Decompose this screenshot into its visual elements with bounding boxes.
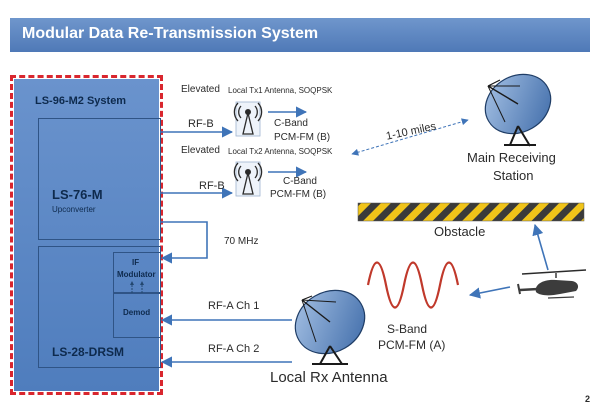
page-number: 2 (585, 394, 591, 404)
demod-label: Demod (123, 308, 151, 317)
sband-line2: PCM-FM (A) (378, 338, 446, 352)
tx1-antenna-icon (233, 101, 263, 137)
cband-1-line1: C-Band (274, 118, 308, 129)
system-label: LS-96-M2 System (35, 95, 127, 107)
rfb-label-1: RF-B (188, 118, 214, 130)
distance-line (351, 118, 469, 156)
cband-1-line2: PCM-FM (B) (274, 132, 331, 143)
heli-to-station-arrow (532, 223, 549, 271)
upconverter-label: LS-76-M (52, 187, 103, 202)
main-station-line2: Station (493, 168, 534, 183)
upconverter-sublabel: Upconverter (52, 205, 96, 214)
cband-2-line1: C-Band (283, 176, 317, 187)
drsm-label: LS-28-DRSM (52, 345, 125, 359)
tx1-antenna-prefix: Elevated (181, 84, 220, 95)
upconverter-block (38, 118, 161, 240)
sband-line1: S-Band (387, 322, 428, 336)
system-outer-dashed-border (10, 75, 163, 395)
tx2-antenna-prefix: Elevated (181, 145, 220, 156)
tx1-antenna-detail: Local Tx1 Antenna, SOQPSK (228, 86, 333, 95)
obstacle-bar (357, 202, 585, 222)
slide-title: Modular Data Re-Transmission System (22, 25, 319, 42)
internal-link-icon (130, 281, 144, 293)
helicopter-icon (517, 269, 587, 299)
if-modulator-label-line2: Modulator (117, 270, 156, 279)
rfa-ch2-label: RF-A Ch 2 (208, 343, 260, 355)
if-link-label: 70 MHz (224, 236, 259, 247)
if-modulator-label-line1: IF (132, 258, 140, 267)
if-link-line (160, 221, 208, 264)
tx2-antenna-icon (233, 161, 263, 197)
rfa-ch1-label: RF-A Ch 1 (208, 300, 260, 312)
obstacle-label: Obstacle (434, 224, 486, 239)
demod-block (113, 292, 161, 338)
satellite-dish-icon-main (484, 73, 552, 147)
main-station-line1: Main Receiving (467, 150, 556, 165)
satellite-dish-icon-local (294, 289, 366, 365)
wave-icon (366, 261, 460, 309)
cband-2-line2: PCM-FM (B) (270, 189, 327, 200)
rfb-label-2: RF-B (199, 180, 225, 192)
heli-to-local-arrow (468, 286, 511, 299)
local-rx-label: Local Rx Antenna (270, 369, 388, 386)
title-bar: Modular Data Re-Transmission System (10, 18, 590, 52)
if-modulator-block (113, 252, 161, 294)
tx2-antenna-detail: Local Tx2 Antenna, SOQPSK (228, 147, 333, 156)
